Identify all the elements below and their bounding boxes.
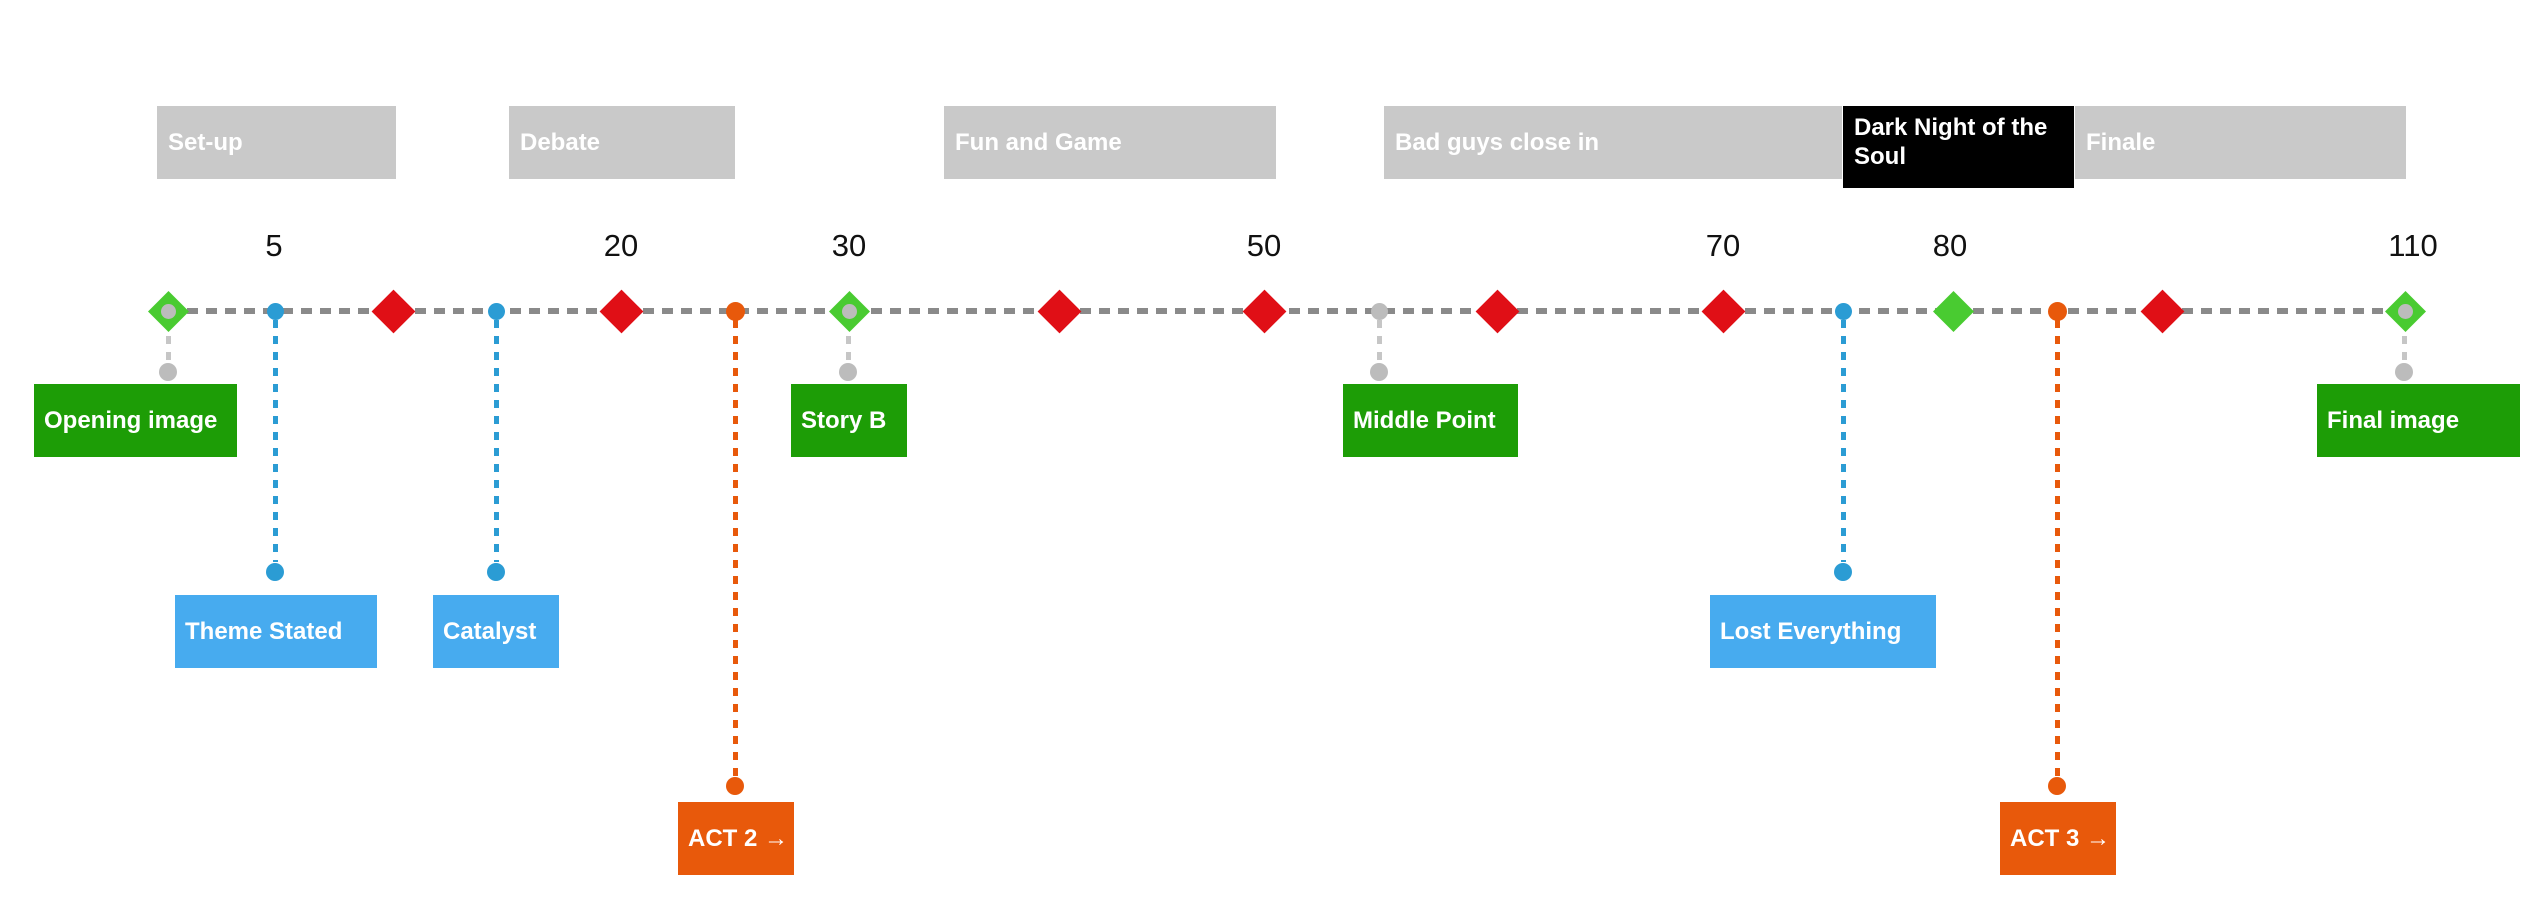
page-number-30: 30 [831,228,867,263]
page-number-110: 110 [2388,228,2438,263]
marker-center-dot [2397,303,2413,319]
marker-gray-dot[interactable] [1370,302,1388,320]
beat-connector-dot [839,363,857,381]
page-number-20: 20 [603,228,639,263]
marker-orange-dot[interactable] [725,301,745,321]
marker-red-diamond[interactable] [2140,289,2184,333]
beat-connector-dot [266,563,284,581]
act-band-debate[interactable]: Debate [509,106,735,179]
act-band-label: Debate [520,129,601,156]
marker-green-diamond[interactable] [1932,290,1974,332]
beat-catalyst[interactable]: Catalyst [433,595,559,668]
page-number-5: 5 [265,228,283,263]
marker-center-dot [841,303,857,319]
marker-blue-dot[interactable] [266,302,284,320]
beat-label: ACT 2 → [688,824,789,852]
beat-connector-line [165,320,171,362]
timeline-line [168,308,2405,314]
page-number-70: 70 [1705,228,1741,263]
act-band-finale[interactable]: Finale [2075,106,2406,179]
marker-blue-dot[interactable] [1834,302,1852,320]
beat-connector-dot [726,777,744,795]
beat-connector-dot [2048,777,2066,795]
beat-middle-point[interactable]: Middle Point [1343,384,1518,457]
beat-connector-dot [1370,363,1388,381]
marker-center-dot [160,303,176,319]
beat-act-3[interactable]: ACT 3 → [2000,802,2116,875]
act-band-label: Bad guys close in [1395,129,1600,156]
marker-red-diamond[interactable] [371,289,415,333]
marker-green-diamond-dot[interactable] [828,290,870,332]
beat-connector-line [2054,320,2060,776]
beat-story-b[interactable]: Story B [791,384,907,457]
beat-connector-line [493,320,499,562]
beat-label: ACT 3 → [2010,824,2111,852]
act-band-label: Dark Night of the Soul [1854,114,2048,170]
marker-green-diamond-dot[interactable] [2384,290,2426,332]
marker-red-diamond[interactable] [1475,289,1519,333]
beat-opening-image[interactable]: Opening image [34,384,237,457]
act-band-label: Finale [2086,129,2156,156]
beat-connector-dot [487,563,505,581]
act-band-dark-night-of-the-soul[interactable]: Dark Night of the Soul [1843,106,2074,188]
beat-final-image[interactable]: Final image [2317,384,2520,457]
marker-green-diamond-dot[interactable] [147,290,189,332]
beat-label: Lost Everything [1720,617,1902,645]
act-band-fun-and-game[interactable]: Fun and Game [944,106,1276,179]
beat-label: Final image [2327,406,2460,434]
page-number-50: 50 [1246,228,1282,263]
beat-connector-dot [1834,563,1852,581]
beat-connector-dot [159,363,177,381]
beat-label: Catalyst [443,617,537,645]
beat-act-2[interactable]: ACT 2 → [678,802,794,875]
beat-connector-dot [2395,363,2413,381]
marker-red-diamond[interactable] [1701,289,1745,333]
beat-lost-everything[interactable]: Lost Everything [1710,595,1936,668]
beat-connector-line [1840,320,1846,562]
beat-label: Opening image [44,406,218,434]
beat-connector-line [845,320,851,362]
beat-connector-line [2401,320,2407,362]
beat-theme-stated[interactable]: Theme Stated [175,595,377,668]
marker-red-diamond[interactable] [1242,289,1286,333]
act-band-label: Fun and Game [955,129,1122,156]
act-band-bad-guys-close-in[interactable]: Bad guys close in [1384,106,1842,179]
beat-connector-line [1376,320,1382,362]
act-band-label: Set-up [168,129,243,156]
beat-label: Middle Point [1353,406,1496,434]
beat-connector-line [272,320,278,562]
marker-red-diamond[interactable] [1037,289,1081,333]
marker-blue-dot[interactable] [487,302,505,320]
marker-red-diamond[interactable] [599,289,643,333]
marker-orange-dot[interactable] [2047,301,2067,321]
act-band-set-up[interactable]: Set-up [157,106,396,179]
page-number-80: 80 [1932,228,1968,263]
beat-connector-line [732,320,738,776]
beat-label: Theme Stated [185,617,343,645]
beat-label: Story B [801,406,887,434]
